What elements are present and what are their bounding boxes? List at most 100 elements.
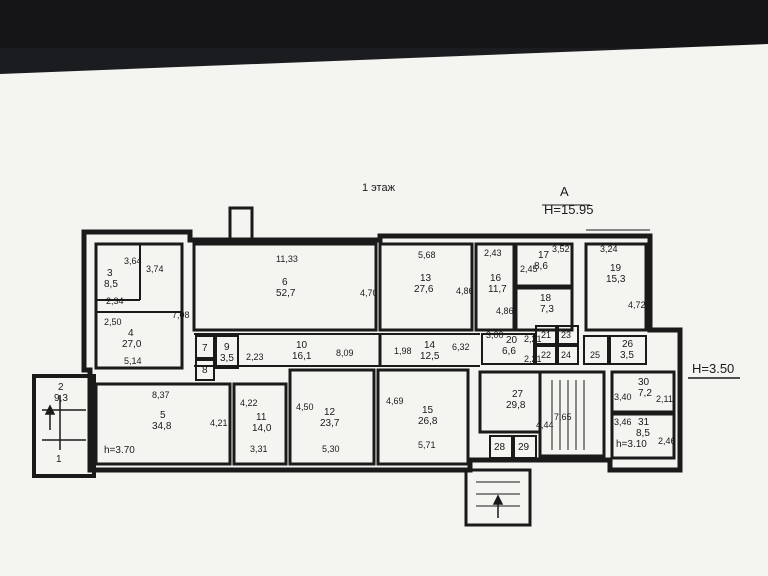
floor-label: 1 этаж [362,182,396,194]
room-area: 52,7 [276,288,296,299]
section-letter: А [560,184,569,199]
dimension: 3,40 [614,392,632,402]
dimension: 2,46 [658,436,676,446]
room-num: 5 [160,410,166,421]
room-31 [610,412,676,460]
dimension: 4,21 [210,418,228,428]
room-8 [195,359,215,381]
dimension: 2,21 [524,354,542,364]
dimension: 4,70 [360,288,378,298]
room-17 [514,242,574,288]
room-7 [195,335,215,359]
dimension: 3,52 [552,244,570,254]
room-num: 28 [494,442,506,453]
dimension: 2,43 [484,248,502,258]
room-area: 26,8 [418,416,438,427]
dimension: 3,64 [124,256,142,266]
room-num: 27 [512,389,524,400]
room-area: 11,7 [488,284,507,295]
outer-wall [81,229,683,473]
room-num: 30 [638,377,650,388]
ceiling-height: h=3.70 [104,445,135,456]
dimension: 4,86 [456,286,474,296]
room-num: 11 [256,412,267,423]
room-26 [609,335,647,365]
arrow-up-icon [44,404,56,415]
room-num: 20 [506,335,518,346]
room-area: 27,6 [414,284,434,295]
room-18 [514,286,574,332]
room-15 [376,368,470,466]
room-5 [94,382,232,466]
room-num: 8 [202,365,208,376]
room-num: 23 [561,330,571,340]
room-area: 7,2 [638,388,652,399]
room-12 [288,368,376,466]
dimension: 2,34 [106,296,124,306]
room-num: 26 [622,339,634,350]
dimension: 2,45 [520,264,538,274]
room-num: 31 [638,417,650,428]
room-area: 23,7 [320,418,340,429]
room-area: 14,0 [252,423,272,434]
dimension: 2,11 [656,394,673,404]
room-area: 8,6 [534,261,548,272]
room-6 [192,242,378,332]
entrance-steps [464,468,532,527]
dimension: 8,09 [336,348,354,358]
room-24 [557,345,579,365]
room-area: 9,3 [54,393,68,404]
room-area: 29,8 [506,400,526,411]
room-20 [481,333,535,365]
dimension: 3,31 [250,444,268,454]
arrow-up-icon [492,494,504,505]
dimension: 3,24 [600,244,618,254]
room-num: 21 [541,330,551,340]
dimension: 4,50 [296,402,314,412]
room-area: 3,5 [620,350,634,361]
room-num: 14 [424,340,436,351]
room-num: 29 [518,442,530,453]
room-num: 3 [107,268,113,279]
room-28 [489,435,513,459]
room-area: 34,8 [152,421,172,432]
room-num: 10 [296,340,308,351]
room-area: 8,5 [104,279,118,290]
room-num: 12 [324,407,336,418]
dimension: 2,21 [524,334,542,344]
paper-sheet [0,44,768,576]
room-23 [557,325,579,345]
room-num: 19 [610,263,622,274]
room-21 [535,325,557,345]
room-num: 1 [56,454,62,465]
room-area: 3,5 [220,353,234,364]
room-num: 22 [541,350,551,360]
room-area: 27,0 [122,339,142,350]
dimension: 5,71 [418,440,436,450]
room-num: 4 [128,328,134,339]
room-area: 6,6 [502,346,516,357]
room-16 [474,242,516,332]
room-25 [583,335,609,365]
dimension: 4,44 [536,420,554,430]
room-19 [584,242,648,332]
room-num: 18 [540,293,552,304]
dimension: 4,86 [496,306,514,316]
room-area: 12,5 [420,351,440,362]
room-num: 16 [490,273,502,284]
dimension: 11,33 [276,254,298,264]
room-num: 25 [590,350,600,360]
stair-block [32,374,96,478]
dimension: 1,98 [394,346,412,356]
room-30 [610,370,676,414]
dimension: 3,46 [614,417,632,427]
room-num: 13 [420,273,432,284]
room-area: 8,5 [636,428,650,439]
room-area: 16,1 [292,351,312,362]
room-num: 24 [561,350,571,360]
dimension: 4,22 [240,398,258,408]
height-main: H=15.95 [544,202,594,217]
stairwell [538,370,606,458]
dimension: 5,14 [124,356,142,366]
